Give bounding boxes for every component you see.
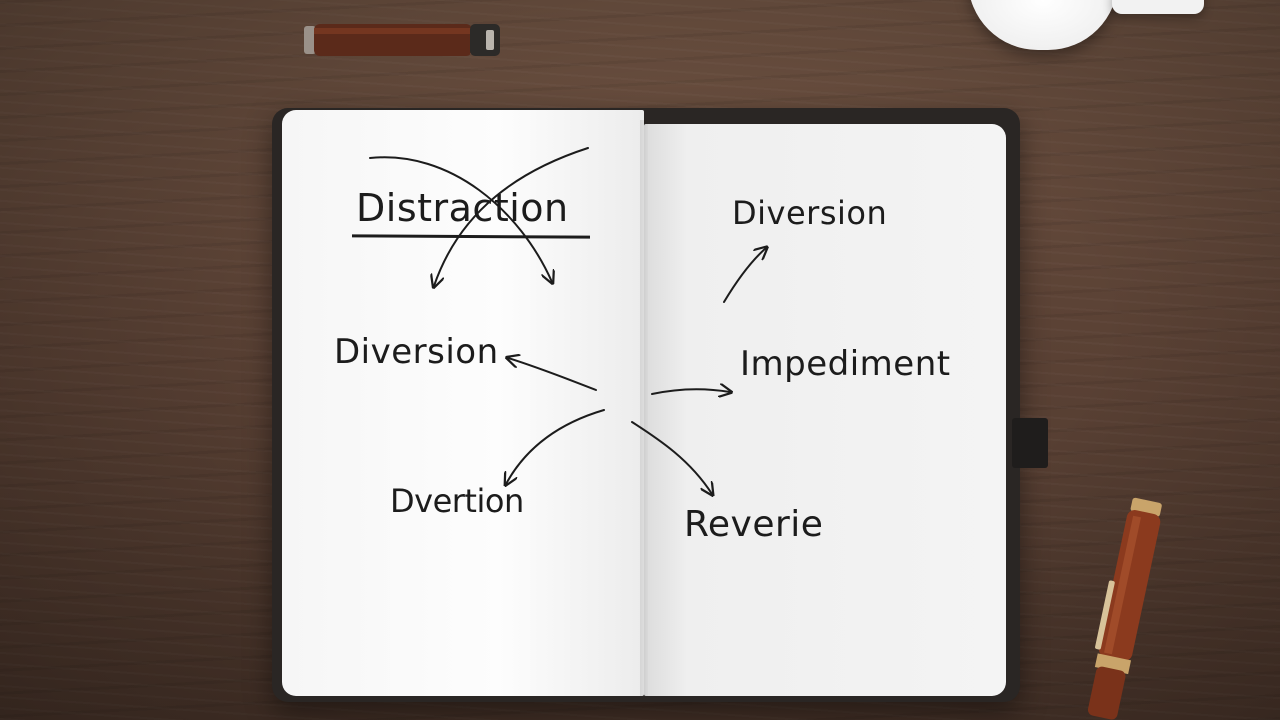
arrow-to-diversion-right	[723, 248, 766, 303]
arrow-to-impediment	[651, 389, 730, 394]
coffee-cup-saucer	[1112, 0, 1204, 14]
crossed-out-word: Distraction	[356, 186, 569, 230]
fountain-pen	[1087, 497, 1162, 720]
pen-cap-top	[304, 24, 500, 56]
word-reverie: Reverie	[684, 504, 824, 545]
cross-line-1	[369, 156, 552, 282]
word-impediment: Impediment	[740, 344, 951, 384]
word-diversion-right: Diversion	[732, 194, 888, 232]
word-misspelled: Dvertion	[390, 482, 524, 520]
cross-line-2	[434, 147, 589, 286]
arrow-to-diversion-left	[508, 358, 597, 391]
notebook-spine	[640, 120, 648, 696]
word-diversion-left: Diversion	[334, 332, 499, 372]
notebook-elastic-band	[1012, 418, 1048, 468]
notebook-left-page	[282, 110, 644, 696]
notebook-right-page	[644, 124, 1006, 696]
arrow-to-dvertion	[506, 409, 605, 484]
arrow-to-reverie	[631, 421, 712, 494]
